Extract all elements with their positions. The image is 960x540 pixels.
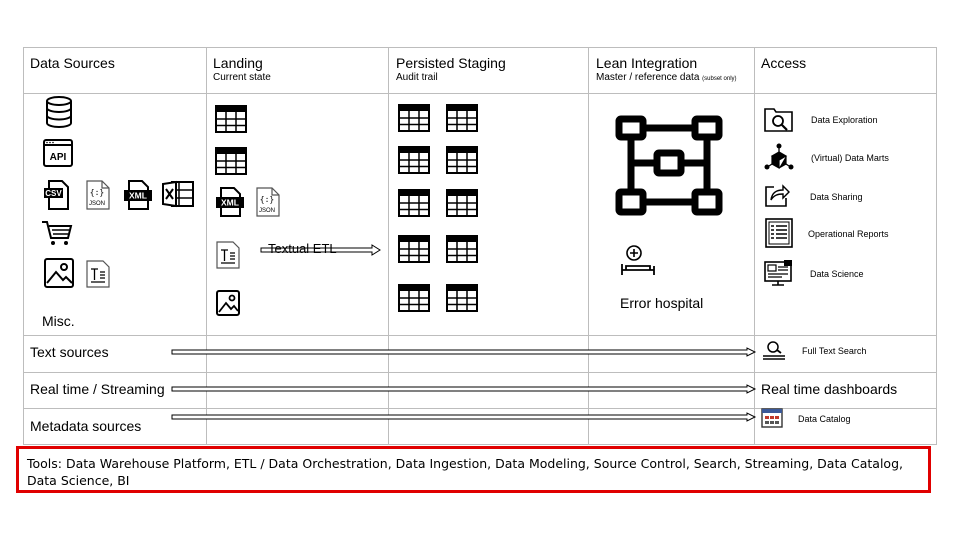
svg-text:XML: XML (221, 198, 239, 208)
data-sharing-icon (764, 182, 790, 208)
xml-file-icon: XML (216, 187, 244, 217)
grid-col-divider-2 (388, 47, 389, 444)
text-document-icon (86, 260, 110, 288)
grid-row-divider-3 (23, 408, 937, 409)
access-item-operational-reports: Operational Reports (808, 229, 889, 239)
grid-col-divider-3 (588, 47, 589, 444)
data-marts-icon (764, 143, 794, 171)
column-title-persisted-staging: Persisted Staging (396, 55, 506, 71)
target-real-time-dashboards: Real time dashboards (761, 381, 898, 397)
csv-file-icon: CSV (44, 180, 70, 210)
column-title-access: Access (761, 55, 807, 71)
target-data-catalog: Data Catalog (798, 414, 851, 424)
json-file-icon: {:} JSON (86, 180, 110, 210)
access-item-data-marts: (Virtual) Data Marts (811, 153, 889, 163)
shopping-cart-icon (41, 219, 73, 247)
image-icon (216, 290, 240, 316)
flow-arrow-text-sources (171, 347, 757, 357)
hospital-bed-icon (620, 244, 656, 276)
svg-text:CSV: CSV (45, 189, 62, 198)
misc-label: Misc. (42, 313, 75, 329)
textual-etl-label: Textual ETL (268, 241, 337, 256)
row-label-text-sources: Text sources (30, 344, 109, 360)
table-icon (446, 189, 478, 217)
table-icon (215, 147, 247, 175)
flow-arrow-metadata (171, 412, 757, 422)
row-label-real-time-streaming: Real time / Streaming (30, 381, 165, 397)
table-icon (398, 284, 430, 312)
column-subtitle-lean-integration: Master / reference data (subset only) (596, 72, 737, 83)
grid-col-divider-4 (754, 47, 755, 444)
column-subtitle-landing: Current state (213, 72, 271, 83)
target-full-text-search: Full Text Search (802, 346, 867, 356)
tools-box (16, 446, 931, 493)
full-text-search-icon (762, 340, 786, 360)
table-icon (215, 105, 247, 133)
xml-file-icon: XML (124, 180, 152, 210)
svg-text:JSON: JSON (89, 201, 105, 207)
svg-text:XML: XML (129, 191, 147, 201)
table-icon (398, 235, 430, 263)
json-file-icon: {:} JSON (256, 187, 280, 217)
integration-network-icon (614, 114, 724, 224)
grid-header-divider (23, 93, 937, 94)
data-science-icon (764, 259, 794, 287)
table-icon (398, 189, 430, 217)
grid-bottom-border (23, 444, 937, 445)
column-title-lean-integration: Lean Integration (596, 55, 698, 71)
access-item-data-science: Data Science (810, 269, 864, 279)
tools-text: Tools: Data Warehouse Platform, ETL / Da… (27, 456, 903, 488)
row-label-metadata-sources: Metadata sources (30, 418, 142, 434)
table-icon (398, 104, 430, 132)
svg-text:{:}: {:} (260, 195, 274, 204)
grid-row-divider-2 (23, 372, 937, 373)
excel-file-icon (162, 180, 194, 208)
data-catalog-icon (761, 408, 783, 428)
grid-left-border (23, 47, 24, 444)
grid-row-divider-1 (23, 335, 937, 336)
column-title-landing: Landing (213, 55, 263, 71)
text-document-icon (216, 241, 240, 269)
column-subtitle-persisted-staging: Audit trail (396, 72, 438, 83)
access-item-data-sharing: Data Sharing (810, 192, 863, 202)
grid-top-border (23, 47, 937, 48)
table-icon (446, 235, 478, 263)
database-icon (44, 96, 74, 128)
error-hospital-label: Error hospital (620, 295, 704, 311)
access-item-data-exploration: Data Exploration (811, 115, 878, 125)
column-title-data-sources: Data Sources (30, 55, 115, 71)
grid-col-divider-1 (206, 47, 207, 444)
flow-arrow-real-time (171, 384, 757, 394)
svg-text:JSON: JSON (259, 208, 275, 214)
table-icon (446, 146, 478, 174)
api-icon: API (43, 139, 73, 167)
textual-etl-arrow (260, 244, 382, 256)
svg-text:API: API (50, 152, 67, 163)
image-icon (44, 258, 74, 288)
grid-right-border (936, 47, 937, 444)
table-icon (398, 146, 430, 174)
table-icon (446, 284, 478, 312)
table-icon (446, 104, 478, 132)
svg-text:{:}: {:} (90, 188, 104, 197)
data-exploration-icon (764, 106, 794, 132)
operational-reports-icon (765, 218, 793, 248)
